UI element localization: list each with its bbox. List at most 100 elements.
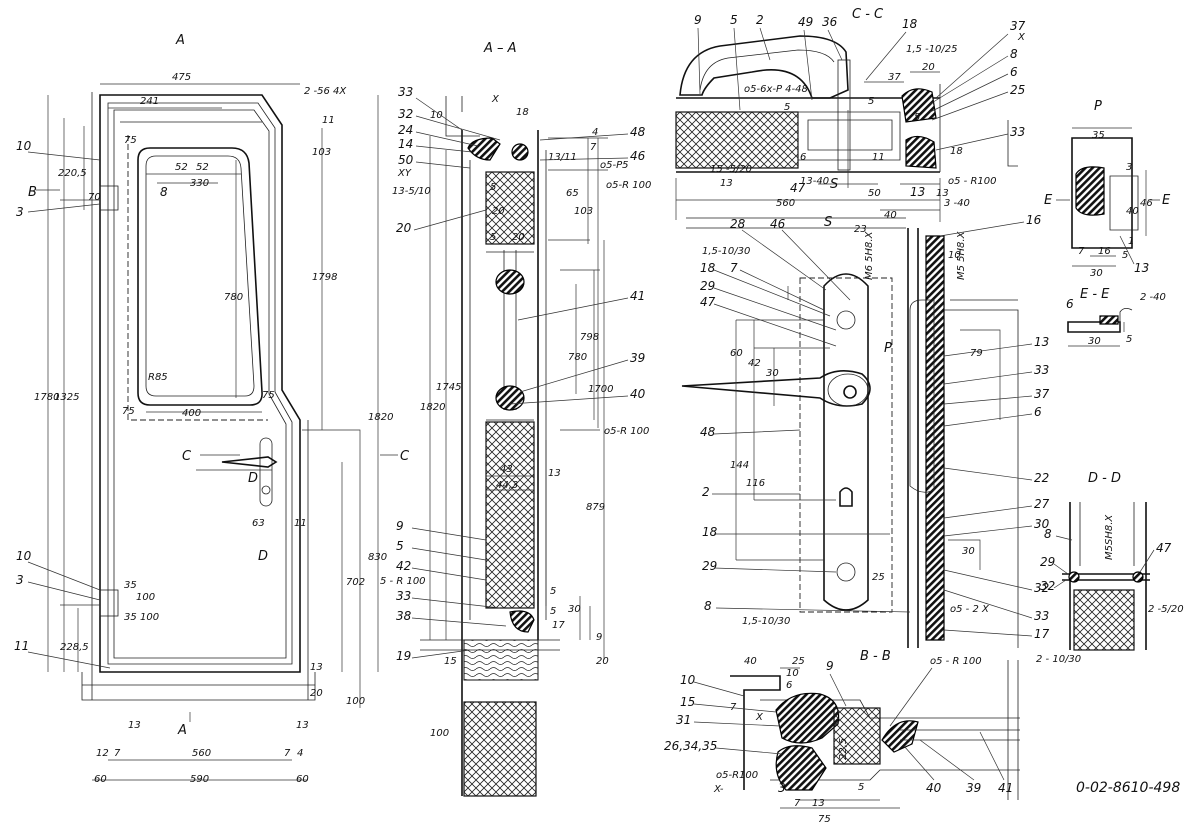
p-d40: 40 — [1126, 206, 1139, 217]
dim-7b: 7 — [284, 748, 291, 759]
view-p-title: P — [1094, 99, 1102, 114]
hv-screw-bottom — [836, 562, 856, 582]
dim-1325: 1325 — [54, 392, 79, 403]
hv-c27: 27 — [1034, 497, 1050, 511]
bd-seal-lower — [775, 745, 827, 791]
cut-b: B — [28, 185, 37, 200]
cc-d13b: 13 — [936, 188, 949, 199]
dd-foam — [1073, 589, 1135, 651]
view-ee: E - E — [1067, 287, 1133, 347]
p-c13: 13 — [1134, 261, 1149, 275]
dim-35a: 35 — [124, 580, 137, 591]
aa-glass-frame — [486, 251, 534, 421]
dim-35b: 35 — [124, 612, 137, 623]
p-e-left: E — [1044, 193, 1053, 208]
hv-plate — [823, 273, 869, 611]
cc-foam — [675, 111, 799, 169]
bd-c31: 31 — [676, 713, 691, 727]
p-d5: 5 — [1122, 250, 1128, 261]
hv-c32: 32 — [1034, 581, 1049, 595]
aa-head-jamb — [445, 96, 480, 137]
cc-c36: 36 — [822, 15, 838, 29]
hv-lever-pin — [843, 385, 857, 399]
bd-c15: 15 — [680, 695, 695, 709]
hv-c48: 48 — [700, 425, 716, 439]
hv-d79: 79 — [970, 348, 983, 359]
dim-1820: 1820 — [368, 412, 393, 423]
aa-note-r100: 5 - R 100 — [380, 576, 426, 587]
dim-103: 103 — [312, 147, 331, 158]
p-tab — [1109, 175, 1139, 231]
bd-w1: o5 - R 100 — [930, 656, 982, 667]
hv-glass-frame — [909, 299, 935, 493]
aa-c33a: 33 — [398, 85, 413, 99]
hv-jamb — [944, 299, 1019, 648]
section-aa-labels: X 18 10 4 7 13/11 65 103 5 20 5 20 780 7… — [380, 85, 651, 739]
bd-c26: 26,34,35 — [664, 739, 717, 753]
cc-c49: 49 — [798, 15, 813, 29]
hv-d116: 116 — [746, 478, 765, 489]
bd-c39: 39 — [966, 781, 981, 795]
aa-30: 30 — [568, 604, 581, 615]
dim-60a: 60 — [94, 774, 107, 785]
aa-18: 18 — [516, 107, 529, 118]
dim-13b: 13 — [128, 720, 141, 731]
view-p: P — [1071, 99, 1147, 267]
cc-c6: 6 — [1010, 65, 1018, 79]
cc-c18: 18 — [902, 17, 918, 31]
dim-75b: 75 — [122, 406, 135, 417]
cc-c47: 47 — [790, 181, 806, 195]
aa-c14: 14 — [398, 137, 413, 151]
aa-5c: 5 — [550, 586, 556, 597]
aa-100: 100 — [430, 728, 449, 739]
cut-d-lower: D — [258, 549, 268, 564]
hv-s2: S — [824, 215, 832, 230]
cc-c9: 9 — [694, 13, 702, 27]
ee-d5: 5 — [1126, 334, 1132, 345]
dd-c47: 47 — [1156, 541, 1172, 555]
hv-p-arrow: P — [884, 341, 892, 356]
aa-top-seal — [511, 143, 529, 161]
window-opening-inner — [145, 155, 255, 397]
hv-d60: 60 — [730, 348, 743, 359]
hv-c29b: 29 — [702, 559, 717, 573]
cc-outer-line — [676, 97, 940, 173]
dim-75c: 75 — [262, 390, 275, 401]
callout-10b: 10 — [16, 549, 32, 563]
hv-c22: 22 — [1034, 471, 1049, 485]
hv-seal-strip — [925, 235, 945, 641]
aa-note-o5r100b: o5-R 100 — [604, 426, 649, 437]
cc-c5: 5 — [730, 13, 738, 27]
cc-seal-upper — [901, 88, 937, 123]
bd-foam — [833, 707, 881, 765]
hv-d30a: 30 — [766, 368, 779, 379]
aa-1745: 1745 — [436, 382, 461, 393]
aa-outer-skin — [461, 130, 539, 796]
bd-d225: 22,5 — [838, 738, 849, 760]
view-ee-labels: 30 5 2 -40 6 — [1066, 292, 1166, 347]
aa-44-3: 44,3 — [496, 480, 518, 491]
aa-c33b: 33 — [396, 589, 411, 603]
dim-1780: 1780 — [34, 392, 59, 403]
dim-7a: 7 — [114, 748, 121, 759]
drawing-number: 0-02-8610-498 — [1076, 780, 1180, 796]
view-ee-title: E - E — [1080, 287, 1110, 302]
aa-bottom-seal — [509, 610, 535, 633]
dim-590: 590 — [190, 774, 209, 785]
hv-c33a: 33 — [1034, 363, 1049, 377]
lock-cylinder — [261, 485, 271, 495]
dd-nut-left — [1068, 571, 1080, 583]
cc-d37: 37 — [888, 72, 901, 83]
aa-top-profile — [467, 137, 501, 161]
bd-c3: 3 — [778, 781, 786, 795]
bottom-detail-labels: 40 25 10 6 7 X 22,5 7 13 5 75 o5 - R 100… — [664, 656, 1013, 825]
callout-8: 8 — [160, 185, 168, 199]
dim-63: 63 — [252, 518, 265, 529]
aa-13: 13 — [548, 468, 561, 479]
bd-d13: 13 — [812, 798, 825, 809]
hv-c33b: 33 — [1034, 609, 1049, 623]
hinge-upper — [99, 185, 119, 211]
hv-c37: 37 — [1034, 387, 1050, 401]
dim-560: 560 — [192, 748, 211, 759]
